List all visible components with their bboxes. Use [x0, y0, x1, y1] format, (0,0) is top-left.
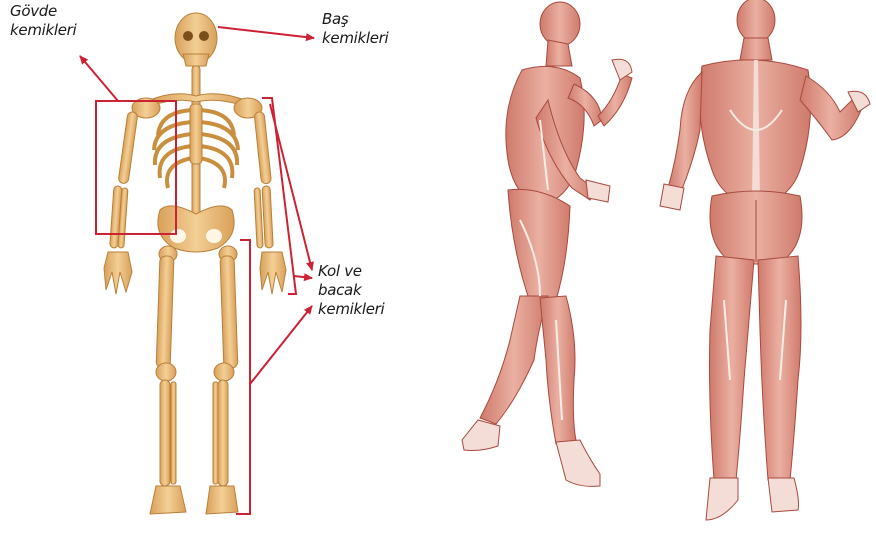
trunk-bones-label-line-2: kemikleri	[10, 21, 76, 40]
muscle-figure-side	[462, 2, 632, 486]
head-bones-label-line-2: kemikleri	[322, 29, 388, 48]
head-bones-label-line-1: Baş	[322, 10, 388, 29]
trunk-bones-label-line-1: Gövde	[10, 2, 76, 21]
limb-bones-label-line-1: Kol ve	[318, 262, 384, 281]
skeleton-illustration	[104, 13, 286, 514]
muscle-figure-back	[660, 0, 870, 520]
head-bones-label: Baş kemikleri	[322, 10, 388, 48]
trunk-bones-label: Gövde kemikleri	[10, 2, 76, 40]
limb-bones-label-line-2: bacak	[318, 281, 384, 300]
limb-bones-label: Kol ve bacak kemikleri	[318, 262, 384, 319]
leg-bracket	[236, 240, 250, 514]
limb-bones-label-line-3: kemikleri	[318, 300, 384, 319]
